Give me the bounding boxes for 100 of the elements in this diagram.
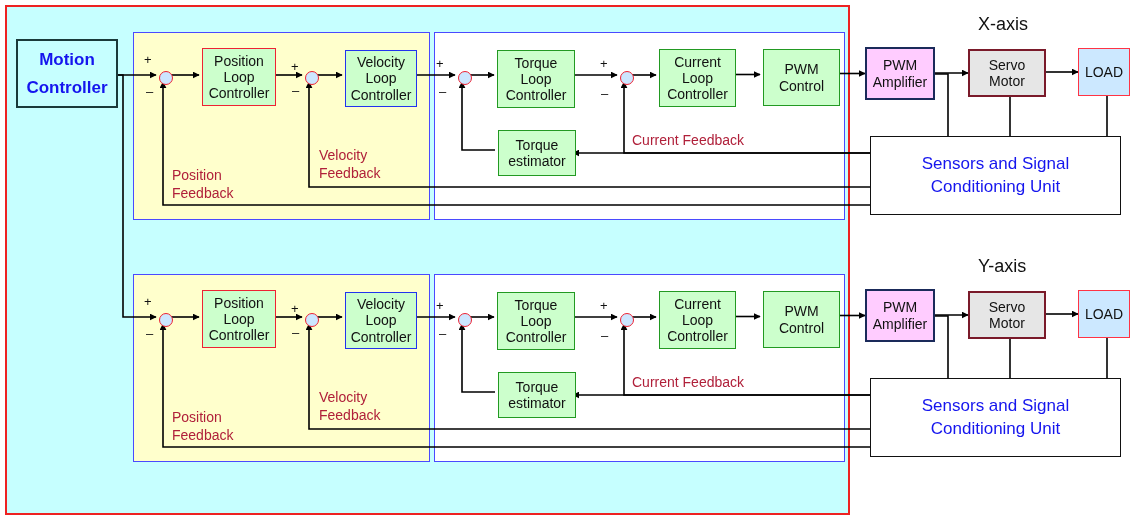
node-text: Servo Motor (987, 56, 1027, 90)
summing-sign: – (601, 328, 609, 345)
summing-sign: – (146, 326, 154, 343)
summing-sign: – (146, 84, 154, 101)
summing-junction (458, 313, 472, 327)
summing-sign: – (439, 326, 447, 343)
arrow (468, 313, 495, 321)
motion-controller-box (16, 39, 118, 108)
edge-label: Current Feedback (632, 131, 746, 150)
connector-line (1106, 95, 1108, 137)
arrow (934, 69, 969, 77)
connector-line (1009, 338, 1011, 379)
node-text: Torque estimator (507, 136, 567, 170)
summing-junction (620, 313, 634, 327)
node-text: LOAD (1083, 305, 1125, 323)
summing-sign: + (144, 294, 152, 311)
axis-title: Y-axis (978, 255, 1027, 278)
summing-sign: + (291, 301, 299, 318)
controller-panel (5, 5, 850, 515)
edge-label: Current Feedback (632, 373, 746, 392)
node-text: LOAD (1083, 63, 1125, 81)
summing-sign: + (291, 59, 299, 76)
arrow (305, 323, 871, 430)
node-text: Position Loop Controller (207, 52, 271, 102)
summing-sign: – (601, 86, 609, 103)
summing-junction (305, 313, 319, 327)
arrow (458, 323, 496, 393)
arrow (620, 323, 871, 396)
connector-line (1106, 337, 1108, 379)
controller-box (659, 291, 736, 349)
loop-panel (434, 32, 845, 220)
sensor-unit-box (870, 378, 1121, 457)
axis-title: X-axis (978, 13, 1028, 36)
node-text: PWM Amplifier (871, 57, 929, 90)
summing-sign: – (292, 325, 300, 342)
node-text: Motion Controller (25, 49, 109, 99)
node-text: PWM Control (777, 303, 826, 336)
edge-label: Velocity Feedback (319, 146, 382, 183)
connector-line (934, 315, 949, 379)
edge-label: Velocity Feedback (319, 388, 382, 425)
arrow (630, 71, 657, 79)
connector-line (934, 73, 949, 137)
arrow (620, 81, 871, 154)
load-box (1078, 290, 1130, 338)
loop-panel (434, 274, 845, 462)
estimator-box (498, 372, 576, 418)
arrow (159, 81, 871, 206)
sensor-unit-box (870, 136, 1121, 215)
arrow (630, 313, 657, 321)
node-text: Sensors and Signal Conditioning Unit (920, 395, 1071, 440)
node-text: Current Loop Controller (666, 295, 729, 345)
estimator-box (498, 130, 576, 176)
summing-sign: + (600, 298, 608, 315)
controller-box (497, 292, 575, 350)
summing-junction (305, 71, 319, 85)
node-text: Velocity Loop Controller (349, 296, 413, 345)
control-box (763, 49, 840, 106)
node-text: Servo Motor (987, 298, 1027, 332)
node-text: Position Loop Controller (207, 294, 271, 344)
loop-panel (133, 274, 430, 462)
motor-box (968, 291, 1046, 339)
amplifier-box (865, 289, 935, 342)
summing-sign: – (439, 84, 447, 101)
controller-box (659, 49, 736, 107)
amplifier-box (865, 47, 935, 100)
summing-sign: – (292, 83, 300, 100)
arrow (1045, 310, 1079, 318)
motor-box (968, 49, 1046, 97)
arrow (458, 81, 496, 151)
summing-junction (620, 71, 634, 85)
arrow (934, 311, 969, 319)
arrow (159, 323, 871, 448)
node-text: Torque Loop Controller (504, 296, 568, 346)
arrow (468, 71, 495, 79)
arrow (315, 71, 343, 79)
controller-box (497, 50, 575, 108)
summing-junction (159, 71, 173, 85)
control-box (763, 291, 840, 348)
load-box (1078, 48, 1130, 96)
arrow (315, 313, 343, 321)
arrow (169, 71, 200, 79)
summing-sign: + (144, 52, 152, 69)
arrow (115, 74, 157, 321)
arrow (169, 313, 200, 321)
connector-line (1009, 96, 1011, 137)
summing-junction (159, 313, 173, 327)
summing-junction (458, 71, 472, 85)
edge-label: Position Feedback (172, 166, 235, 203)
node-text: Velocity Loop Controller (349, 54, 413, 103)
node-text: Current Loop Controller (666, 53, 729, 103)
summing-sign: + (600, 56, 608, 73)
edge-label: Position Feedback (172, 408, 235, 445)
node-text: Torque estimator (507, 378, 567, 412)
arrow (1045, 68, 1079, 76)
node-text: PWM Amplifier (871, 299, 929, 332)
loop-panel (133, 32, 430, 220)
arrow (305, 81, 871, 188)
summing-sign: + (436, 56, 444, 73)
node-text: Torque Loop Controller (504, 54, 568, 104)
node-text: Sensors and Signal Conditioning Unit (920, 153, 1071, 198)
